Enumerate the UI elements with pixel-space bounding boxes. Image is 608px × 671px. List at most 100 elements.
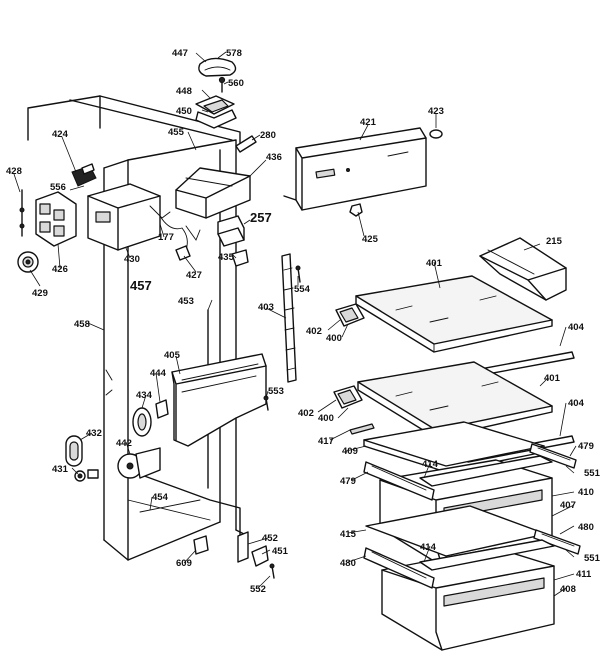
part-257-relay: [217, 215, 245, 247]
callout-400: 400: [326, 333, 342, 344]
frame-414-lower: [419, 539, 555, 571]
part-431-knob: [74, 469, 99, 482]
part-430-control-housing: [87, 183, 171, 251]
callout-435: 435: [218, 252, 235, 263]
callout-436: 436: [266, 152, 282, 163]
part-447-cover: [198, 57, 237, 77]
callout-552: 552: [250, 584, 266, 595]
rail-479-right: [529, 443, 577, 469]
callout-480: 480: [578, 522, 594, 533]
part-435-clip: [231, 249, 249, 267]
part-177-wire: [159, 215, 188, 251]
callout-455: 455: [168, 127, 185, 138]
callout-215: 215: [546, 236, 563, 247]
callout-447: 447: [172, 48, 188, 59]
callout-429: 429: [32, 288, 48, 299]
callout-421: 421: [360, 117, 377, 128]
callout-451: 451: [272, 546, 289, 557]
part-425-nut: [349, 203, 363, 217]
part-450-bracket: [195, 109, 237, 129]
callout-404: 404: [568, 398, 585, 409]
callout-553: 553: [268, 386, 284, 397]
callout-280: 280: [260, 130, 276, 141]
callout-426: 426: [52, 264, 68, 275]
cabinet-liner: [27, 95, 249, 561]
callout-414: 414: [422, 459, 439, 470]
callout-400: 400: [318, 413, 334, 424]
part-421-rail: [283, 127, 427, 211]
callout-401: 401: [544, 373, 561, 384]
callout-402: 402: [298, 408, 314, 419]
part-442-motor: [117, 447, 161, 479]
part-451-hinge: [251, 545, 269, 567]
callout-453: 453: [178, 296, 194, 307]
callout-560: 560: [228, 78, 244, 89]
part-215-bin: [479, 237, 567, 301]
part-424-switch: [71, 163, 97, 187]
part-426-housing: [35, 191, 77, 247]
callout-578: 578: [226, 48, 242, 59]
part-429-knob: [17, 251, 39, 273]
part-280-clip: [235, 135, 257, 153]
part-428-strip: [19, 189, 25, 237]
part-403-ladder: [281, 253, 297, 383]
callout-479: 479: [340, 476, 356, 487]
callout-427: 427: [186, 270, 202, 281]
part-427-connector: [175, 225, 201, 261]
callout-458: 458: [74, 319, 90, 330]
callout-405: 405: [164, 350, 181, 361]
callout-452: 452: [262, 533, 278, 544]
callout-409: 409: [342, 446, 358, 457]
callout-480: 480: [340, 558, 356, 569]
part-444-clip: [155, 399, 169, 419]
callout-448: 448: [176, 86, 192, 97]
callout-434: 434: [136, 390, 153, 401]
rail-479-left: [363, 461, 435, 501]
callout-556: 556: [50, 182, 66, 193]
callout-551: 551: [584, 553, 601, 564]
screw-560: [218, 76, 226, 93]
callout-408: 408: [560, 584, 576, 595]
callout-454: 454: [152, 492, 169, 503]
part-552-screw: [269, 563, 275, 579]
shelf-frame-400-lower: [333, 385, 363, 409]
callout-402: 402: [306, 326, 322, 337]
callout-411: 411: [576, 569, 592, 580]
callout-432: 432: [86, 428, 102, 439]
callout-609: 609: [176, 558, 192, 569]
part-417-bar: [349, 423, 375, 435]
callout-414: 414: [420, 542, 437, 553]
callout-554: 554: [294, 284, 311, 295]
upper-shelf-401: [355, 275, 553, 353]
callout-450: 450: [176, 106, 192, 117]
callout-177: 177: [158, 232, 174, 243]
leader-lines: [13, 51, 577, 597]
callout-410: 410: [578, 487, 594, 498]
callout-444: 444: [150, 368, 167, 379]
callout-431: 431: [52, 464, 69, 475]
shelf-frame-400-upper: [335, 303, 365, 327]
part-434-cam: [132, 407, 152, 437]
callout-479: 479: [578, 441, 594, 452]
callout-425: 425: [362, 234, 379, 245]
lower-shelf-401: [357, 361, 553, 439]
callout-403: 403: [258, 302, 274, 313]
frame-414-upper: [419, 455, 553, 487]
callout-417: 417: [318, 436, 334, 447]
part-448-thermostat: [195, 95, 235, 115]
callout-442: 442: [116, 438, 132, 449]
part-436-duct: [175, 167, 251, 219]
callout-551: 551: [584, 468, 601, 479]
part-423-grommet: [429, 129, 443, 139]
part-432-grille: [65, 435, 83, 467]
callout-401: 401: [426, 258, 443, 269]
part-609-cap: [193, 535, 209, 555]
callout-457: 457: [130, 278, 152, 293]
part-554-screw: [295, 265, 301, 283]
part-405-support: [171, 353, 267, 447]
callout-407: 407: [560, 500, 576, 511]
callout-257: 257: [250, 210, 272, 225]
part-452-bracket: [237, 531, 249, 563]
